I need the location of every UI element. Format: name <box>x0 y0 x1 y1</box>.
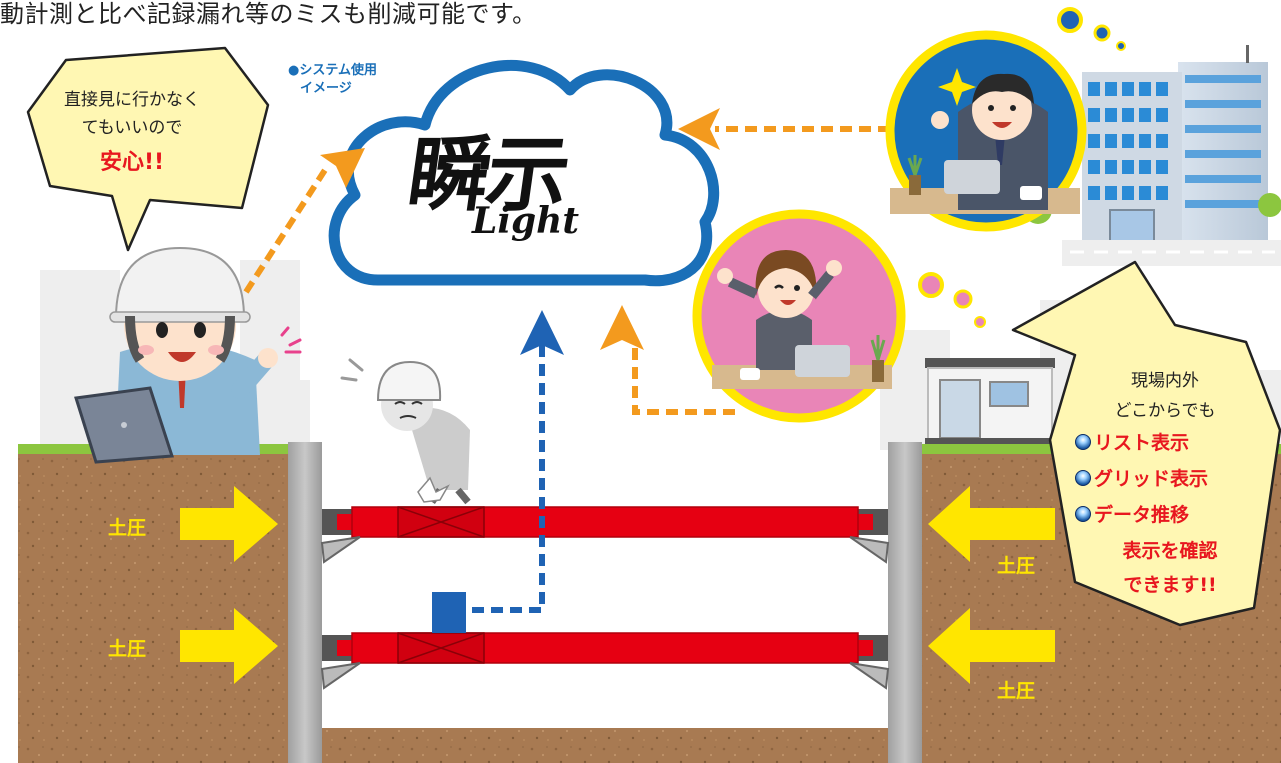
injured-worker-icon <box>340 358 471 505</box>
construction-worker-icon <box>74 246 302 464</box>
site-bubble-closing: できます!! <box>1123 574 1217 596</box>
soil-bottom <box>322 728 888 763</box>
signal-arrowhead-up <box>520 310 564 355</box>
app-logo-sub: Light <box>472 200 579 242</box>
thought-dot-small <box>1116 41 1126 51</box>
earth-pressure-arrow-left-upper <box>180 486 278 562</box>
site-bubble-item-trend-label: データ推移 <box>1094 504 1190 526</box>
site-bubble-line1: 現場内外 <box>1131 371 1199 391</box>
flow-line-worker <box>243 168 328 294</box>
worker-bubble-line2: てもいいので <box>81 118 183 138</box>
flow-arrowhead-office <box>678 108 720 150</box>
earth-pressure-arrow-left-lower <box>180 608 278 684</box>
female-worker-icon <box>712 250 892 389</box>
site-bubble-item-trend: データ推移 <box>1075 500 1189 527</box>
earth-pressure-label-left-upper: 土圧 <box>108 517 147 539</box>
office-worker-icon <box>890 68 1080 214</box>
speech-bubble-site <box>1011 260 1281 627</box>
diagram-caption: ●システム使用 <box>288 63 377 78</box>
strut-upper <box>320 506 890 564</box>
worker-bubble-line1: 直接見に行かなく <box>64 90 200 110</box>
speech-bubble-worker <box>26 46 270 252</box>
soil-left <box>18 452 302 763</box>
retaining-wall-left <box>288 442 322 763</box>
cloud-shape <box>328 60 720 287</box>
earth-pressure-arrow-right-lower <box>928 608 1055 684</box>
bullet-orb-icon <box>1075 470 1091 486</box>
flow-line-female <box>632 340 735 415</box>
thought-dot-pink-large <box>918 272 944 298</box>
site-bubble-line2: どこからでも <box>1114 401 1216 421</box>
worker-bubble-emphasis: 安心!! <box>99 150 165 175</box>
site-bubble-item-list-label: リスト表示 <box>1094 432 1190 454</box>
earth-pressure-label-right-lower: 土圧 <box>997 680 1036 702</box>
sensor-icon <box>432 592 466 633</box>
retaining-wall-right <box>888 442 922 763</box>
diagram-caption-line2: イメージ <box>300 81 352 96</box>
strut-lower <box>320 632 890 690</box>
thought-dot-medium <box>1093 24 1111 42</box>
site-bubble-item-grid: グリッド表示 <box>1075 464 1208 491</box>
site-bubble-item-grid-label: グリッド表示 <box>1094 468 1209 490</box>
flow-arrowhead-worker <box>320 148 365 188</box>
earth-pressure-label-left-lower: 土圧 <box>108 638 147 660</box>
site-bubble-item-list: リスト表示 <box>1075 428 1189 455</box>
bullet-orb-icon <box>1075 434 1091 450</box>
earth-pressure-label-right-upper: 土圧 <box>997 555 1036 577</box>
thought-dot-pink-medium <box>953 289 973 309</box>
signal-line-sensor <box>472 345 545 613</box>
laptop-icon <box>74 386 175 464</box>
intro-text: 動計測と比べ記録漏れ等のミスも削減可能です。 <box>0 0 537 28</box>
bullet-orb-icon <box>1075 506 1091 522</box>
site-bubble-item-tail: 表示を確認 <box>1122 540 1218 562</box>
earth-pressure-arrow-right-upper <box>928 486 1055 562</box>
thought-dot-pink-small <box>974 316 986 328</box>
thought-dot-large <box>1057 7 1083 33</box>
flow-arrowhead-female <box>600 305 644 350</box>
site-office-icon <box>925 358 1055 444</box>
